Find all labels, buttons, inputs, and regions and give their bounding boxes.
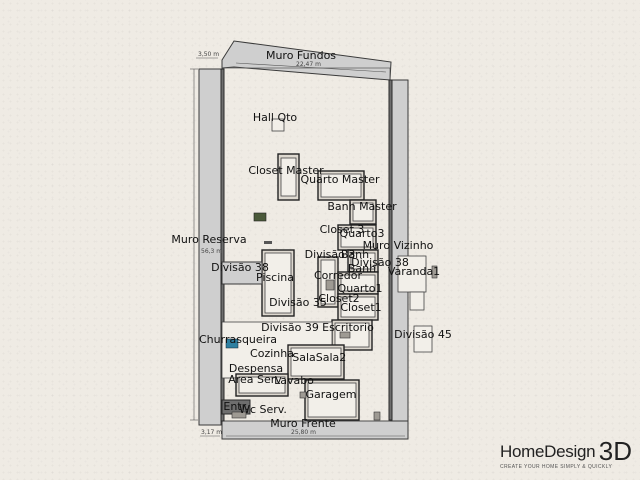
dim-reserva-len: 56,3 m xyxy=(201,248,222,255)
label-area-serv: Area Serv xyxy=(228,373,282,386)
label-muro-reserva: Muro Reserva xyxy=(171,233,246,246)
label-banh-top: Banh xyxy=(341,248,369,261)
label-quarto3: Quarto3 xyxy=(340,227,385,240)
wall-muro-reserva[interactable] xyxy=(198,68,222,426)
grill-icon xyxy=(225,338,239,349)
dim-top-wall: 22,47 m xyxy=(296,61,321,68)
label-piscina: Piscina xyxy=(256,271,294,284)
room-divisao-38-left[interactable] xyxy=(221,261,263,285)
label-despensa: Despensa xyxy=(229,362,283,375)
label-muro-vizinho: Muro Vizinho xyxy=(363,239,434,252)
outer-walls xyxy=(198,40,409,440)
dimension-lines: 3,50 m 22,47 m 56,3 m 3,17 m 25,80 m xyxy=(190,51,405,437)
logo-text-3d: 3D xyxy=(598,436,632,466)
room-hall-qto[interactable] xyxy=(271,118,285,132)
dim-bottom-wall: 25,80 m xyxy=(291,429,316,436)
label-entrada: Entr. xyxy=(223,400,248,413)
label-muro-fundos: Muro Fundos xyxy=(266,49,336,62)
label-closet3: Closet 3 xyxy=(320,223,365,236)
fixtures xyxy=(225,212,381,421)
label-divisao-35: Divisão 35 xyxy=(269,296,327,309)
logo-wordmark: HomeDesign xyxy=(500,442,596,462)
label-varanda1: Varanda1 xyxy=(388,265,440,278)
label-churrasqueira: Churrasqueira xyxy=(199,333,277,346)
logo-text-home: Home xyxy=(500,442,545,461)
right-wall-strip xyxy=(388,79,393,421)
label-divisao-45: Divisão 45 xyxy=(394,328,452,341)
label-muro-frente: Muro Frente xyxy=(270,417,336,430)
room-divisao-45[interactable] xyxy=(413,325,433,353)
label-divisao-38-right: Divisão 38 xyxy=(351,256,409,269)
dim-top-left: 3,50 m xyxy=(198,51,219,58)
label-wc-serv: Wc Serv. xyxy=(239,403,287,416)
logo-tagline: CREATE YOUR HOME SIMPLY & QUICKLY xyxy=(500,464,613,470)
label-quarto1: Quarto1 xyxy=(338,282,383,295)
left-wall-strip xyxy=(220,68,225,422)
homedesign3d-logo: HomeDesign 3D CREATE YOUR HOME SIMPLY & … xyxy=(500,436,632,474)
label-closet2: Closet2 xyxy=(318,292,359,305)
label-banh: Banh xyxy=(348,262,376,275)
logo-text-design: Design xyxy=(544,442,596,461)
label-lavabo: Lavabo xyxy=(274,374,314,387)
plant-icon xyxy=(253,212,267,222)
label-divisao-39: Divisão 39 xyxy=(261,321,319,334)
room-labels: Muro Fundos Hall Qto Closet Master Quart… xyxy=(171,49,451,430)
label-sala2: Sala2 xyxy=(316,351,347,364)
label-closet-master: Closet Master xyxy=(248,164,324,177)
room-varanda1[interactable] xyxy=(397,255,427,293)
label-closet1: Closet1 xyxy=(340,301,381,314)
dim-bottom-left: 3,17 m xyxy=(201,429,222,436)
label-cozinha: Cozinha xyxy=(250,347,294,360)
label-banh-master: Banh Master xyxy=(327,200,397,213)
label-sala: Sala xyxy=(292,351,316,364)
label-garagem: Garagem xyxy=(306,388,357,401)
label-hall-qto: Hall Qto xyxy=(253,111,298,124)
label-corredor: Corredor xyxy=(314,269,363,282)
label-divisao-38-left: Divisão 38 xyxy=(211,261,269,274)
label-divisao-3: Divisão 3 xyxy=(305,248,356,261)
label-quarto-master: Quarto Master xyxy=(301,173,380,186)
rooms xyxy=(221,118,438,421)
label-escritorio: Escritorio xyxy=(322,321,374,334)
